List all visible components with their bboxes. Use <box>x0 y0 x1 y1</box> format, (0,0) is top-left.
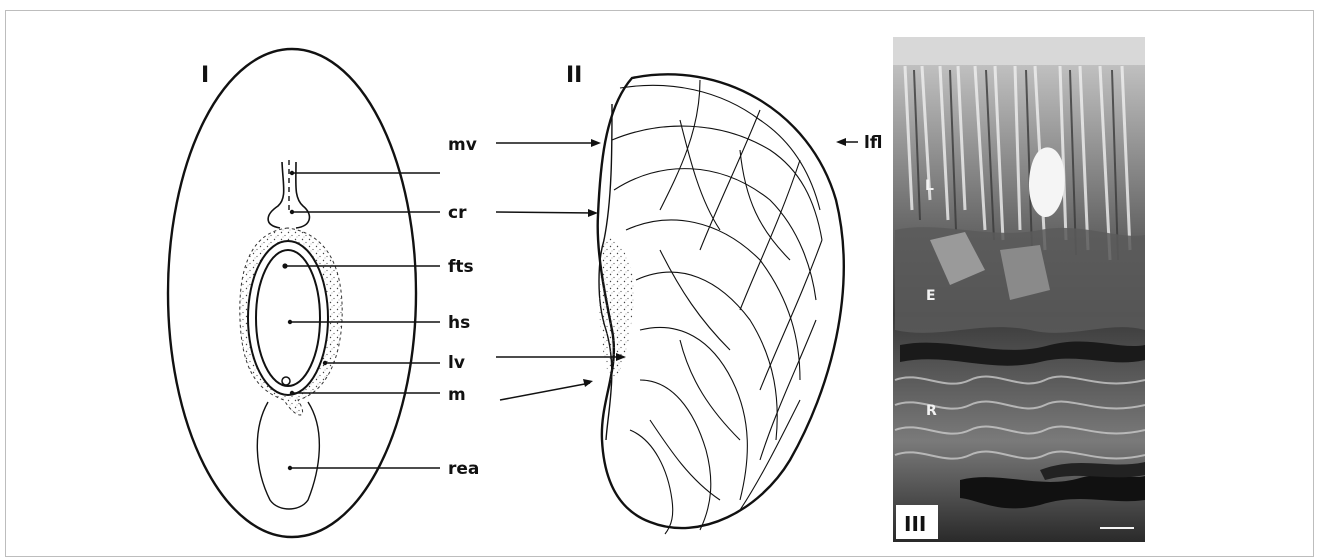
label-fts: fts <box>448 257 474 277</box>
label-lfl: lfl <box>864 133 882 153</box>
panel-label-iii: III <box>904 512 926 536</box>
panel-ii-drawing <box>583 74 846 534</box>
panel-label-i: I <box>201 63 209 88</box>
label-lv: lv <box>448 353 465 373</box>
micro-label-r: R <box>926 403 937 419</box>
seed-outline-side <box>598 74 844 528</box>
panel-label-ii: II <box>566 63 582 88</box>
label-cr: cr <box>448 203 467 223</box>
label-mv: mv <box>448 135 477 155</box>
panel-i-drawing <box>168 49 416 537</box>
micro-label-l: L <box>925 178 934 194</box>
hilum-ring-inner <box>256 250 320 386</box>
raphe <box>257 402 319 509</box>
label-m: m <box>448 385 466 405</box>
label-rea: rea <box>448 459 479 479</box>
micro-label-e: E <box>926 288 936 304</box>
label-hs: hs <box>448 313 470 333</box>
